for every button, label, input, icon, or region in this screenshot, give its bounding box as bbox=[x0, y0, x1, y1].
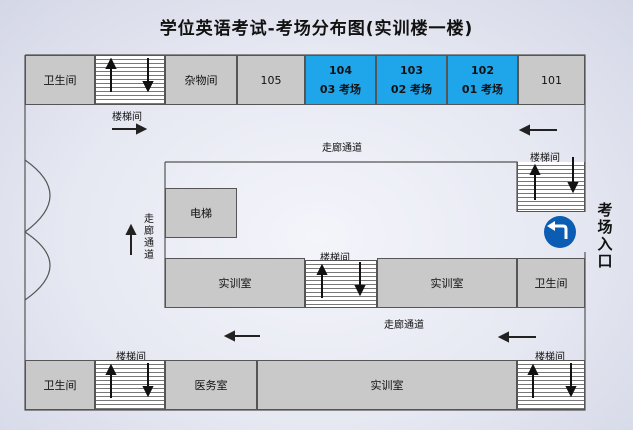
room-label: 卫生间 bbox=[43, 379, 77, 392]
corridor-label-top: 走廊通道 bbox=[322, 143, 362, 154]
room-label: 实训室 bbox=[370, 379, 404, 392]
exam-label: 02 考场 bbox=[390, 83, 433, 96]
room-number: 102 bbox=[471, 64, 494, 77]
corridor-label-bottom: 走廊通道 bbox=[384, 320, 424, 331]
door-arc-upper bbox=[24, 159, 51, 233]
room-label: 105 bbox=[260, 73, 282, 87]
room-105: 105 bbox=[237, 55, 305, 105]
stairwell-bottom-right bbox=[517, 360, 585, 410]
toilet-top-left: 卫生间 bbox=[25, 55, 95, 105]
entrance-icon bbox=[544, 216, 576, 248]
room-label: 卫生间 bbox=[534, 277, 568, 290]
stairwell-top-left bbox=[95, 55, 165, 105]
lab-center-left: 实训室 bbox=[165, 258, 305, 308]
storage-room: 杂物间 bbox=[165, 55, 237, 105]
exam-room-102: 102 01 考场 bbox=[447, 55, 518, 105]
room-label: 杂物间 bbox=[184, 74, 218, 87]
lab-center-right: 实训室 bbox=[377, 258, 517, 308]
room-number: 104 bbox=[329, 64, 352, 77]
door-arc-lower bbox=[24, 231, 51, 301]
stairwell-label-top-left: 楼梯间 bbox=[112, 112, 142, 123]
lab-bottom: 实训室 bbox=[257, 360, 517, 410]
stairwell-label-center: 楼梯间 bbox=[320, 253, 350, 264]
exam-label: 01 考场 bbox=[461, 83, 504, 96]
room-label: 实训室 bbox=[218, 277, 252, 290]
corridor-label-left: 走廊通道 bbox=[144, 214, 154, 261]
room-label: 实训室 bbox=[430, 277, 464, 290]
stairwell-label-bottom-left: 楼梯间 bbox=[116, 352, 146, 363]
room-101: 101 bbox=[518, 55, 585, 105]
room-label: 医务室 bbox=[194, 379, 228, 392]
stairwell-bottom-left bbox=[95, 360, 165, 410]
stairwell-center bbox=[305, 260, 377, 308]
exam-room-103: 103 02 考场 bbox=[376, 55, 447, 105]
clinic-room: 医务室 bbox=[165, 360, 257, 410]
entrance-label: 考场入口 bbox=[597, 201, 613, 270]
toilet-bottom-left: 卫生间 bbox=[25, 360, 95, 410]
page-title: 学位英语考试-考场分布图(实训楼一楼) bbox=[159, 19, 474, 39]
room-label: 101 bbox=[541, 73, 562, 87]
exam-room-104: 104 03 考场 bbox=[305, 55, 376, 105]
exam-label: 03 考场 bbox=[319, 83, 362, 96]
toilet-mid-right: 卫生间 bbox=[517, 258, 585, 308]
room-label: 卫生间 bbox=[43, 74, 77, 87]
room-label: 电梯 bbox=[190, 207, 212, 220]
room-number: 103 bbox=[400, 64, 423, 77]
elevator: 电梯 bbox=[165, 188, 237, 238]
stairwell-label-bottom-right: 楼梯间 bbox=[535, 352, 565, 363]
stairwell-label-right-upper: 楼梯间 bbox=[530, 153, 560, 164]
